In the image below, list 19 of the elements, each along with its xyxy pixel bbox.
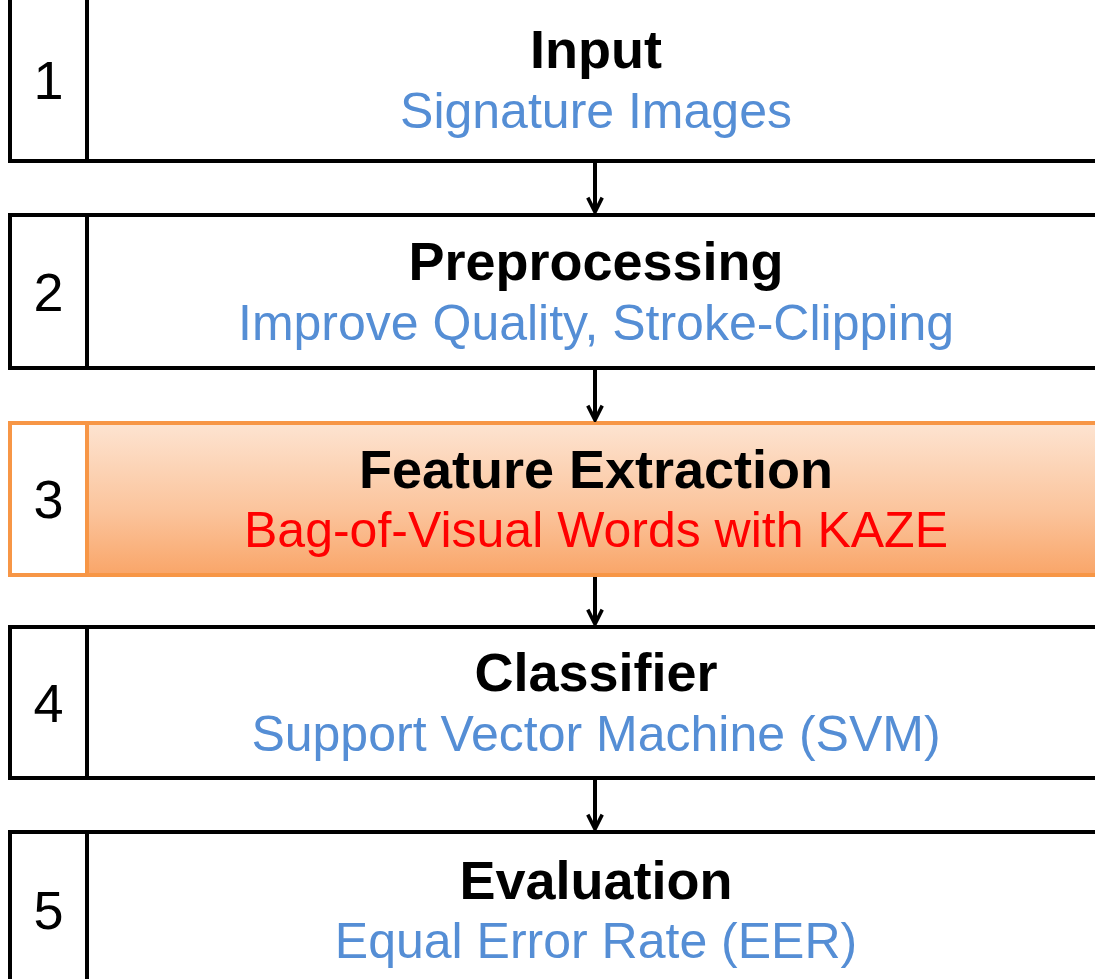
arrow <box>586 370 604 422</box>
step-number: 4 <box>33 671 64 734</box>
arrow <box>586 163 604 214</box>
step-number: 5 <box>33 879 64 941</box>
step-title: Evaluation <box>459 848 733 912</box>
step-title: Input <box>530 18 662 81</box>
arrow <box>586 780 604 831</box>
step-description: Signature Images <box>400 81 792 141</box>
arrow <box>586 577 604 626</box>
step-description: Bag-of-Visual Words with KAZE <box>244 501 948 561</box>
step-title: Classifier <box>474 641 718 704</box>
step-number: 2 <box>33 260 64 323</box>
step-description: Improve Quality, Stroke-Clipping <box>238 293 954 353</box>
step-description: Equal Error Rate (EER) <box>334 912 858 972</box>
step-title: Feature Extraction <box>358 437 834 501</box>
step-title: Preprocessing <box>408 230 784 293</box>
step-number: 1 <box>33 48 64 111</box>
step-description: Support Vector Machine (SVM) <box>251 704 941 764</box>
step-number: 3 <box>33 468 64 530</box>
